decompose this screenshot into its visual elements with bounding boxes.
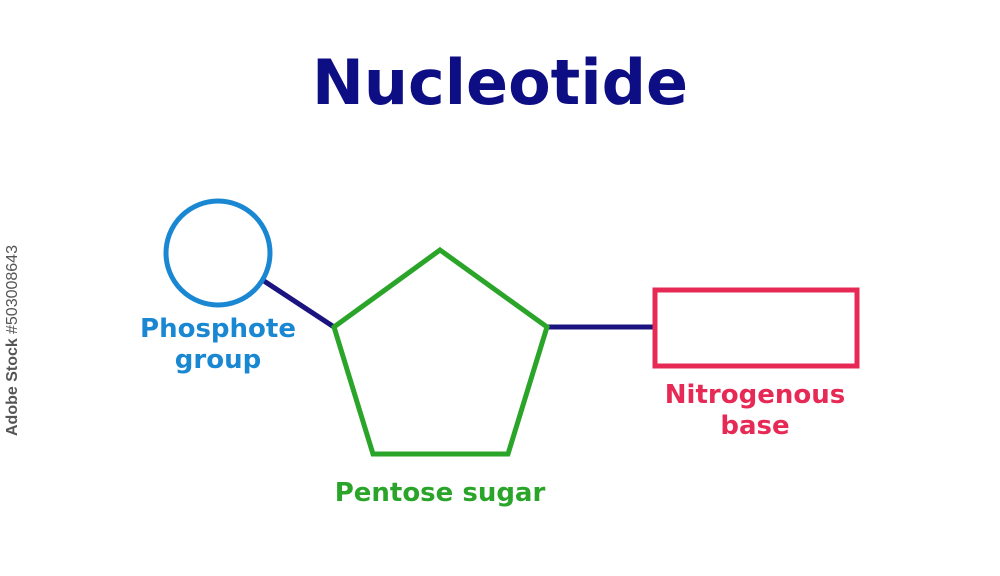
phosphate-label: Phosphote group [128, 314, 308, 376]
base-label-line1: Nitrogenous [664, 380, 846, 410]
page-title: Nucleotide [312, 46, 688, 119]
sugar-label: Pentose sugar [320, 478, 560, 509]
base-label: Nitrogenous base [650, 380, 860, 442]
base-label-line2: base [720, 411, 790, 442]
bond-phosphate-sugar [262, 278, 336, 330]
phosphate-label-line1: Phosphote [140, 314, 296, 344]
sugar-label-text: Pentose sugar [334, 478, 546, 508]
phosphate-circle [163, 198, 273, 308]
base-rectangle [652, 287, 860, 369]
stock-brand: Adobe Stock [4, 338, 21, 436]
phosphate-label-line2: group [174, 345, 262, 376]
pentose-pentagon [331, 246, 550, 457]
stock-id-number: #503008643 [4, 245, 21, 334]
